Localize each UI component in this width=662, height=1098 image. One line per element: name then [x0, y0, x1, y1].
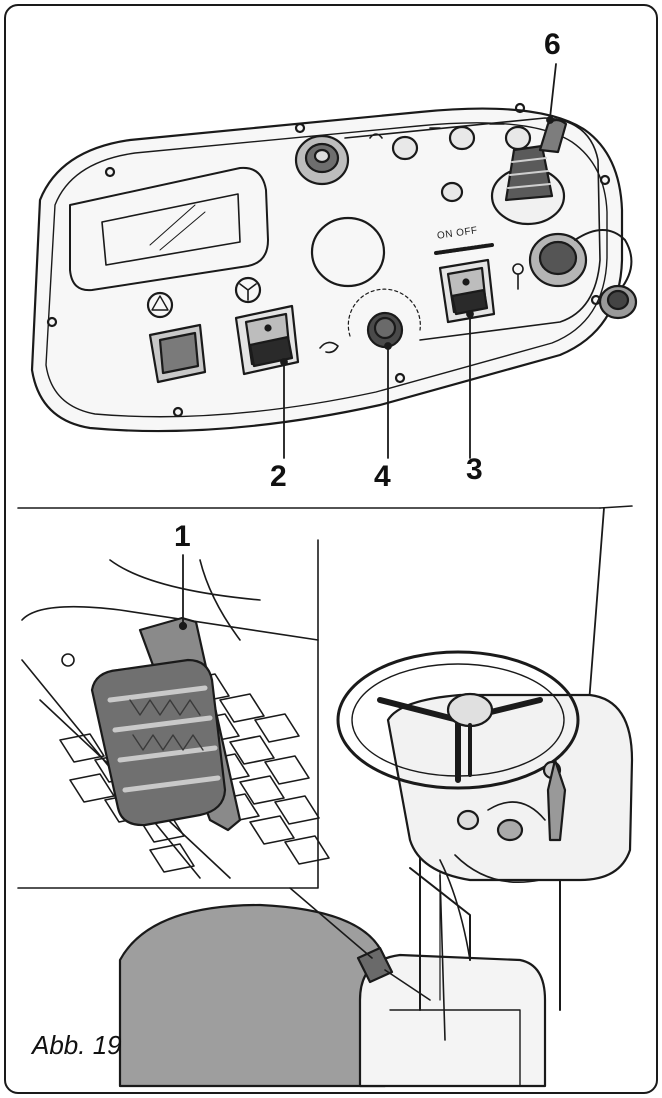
steering-column-panel [386, 693, 634, 882]
inset-frame [17, 539, 319, 889]
key-icon [512, 263, 524, 290]
display-screen [69, 166, 269, 292]
steering-wheel [336, 650, 580, 790]
callout-1: 1 [174, 520, 191, 553]
figure-caption: Abb. 19 [32, 1030, 122, 1060]
pump-icon [319, 341, 339, 354]
fan-switch[interactable] [234, 304, 300, 376]
callout-4: 4 [374, 460, 391, 493]
key-switch[interactable] [528, 229, 638, 320]
brush-symbol [434, 243, 494, 255]
joystick[interactable] [490, 118, 568, 226]
callout-2: 2 [270, 460, 287, 493]
callout-leaders-top [280, 63, 557, 459]
callout-3: 3 [466, 453, 483, 486]
round-gauge [310, 216, 386, 288]
indicator-lamps [391, 125, 532, 203]
callout-6: 6 [544, 28, 561, 61]
fan-icon [234, 276, 262, 304]
hazard-symbol-icon [146, 291, 174, 319]
seat [118, 903, 387, 1088]
socket-top [294, 134, 350, 186]
accelerator-pedal[interactable] [90, 616, 242, 832]
left-switch[interactable] [148, 323, 207, 384]
brush-switch[interactable] [438, 258, 496, 324]
